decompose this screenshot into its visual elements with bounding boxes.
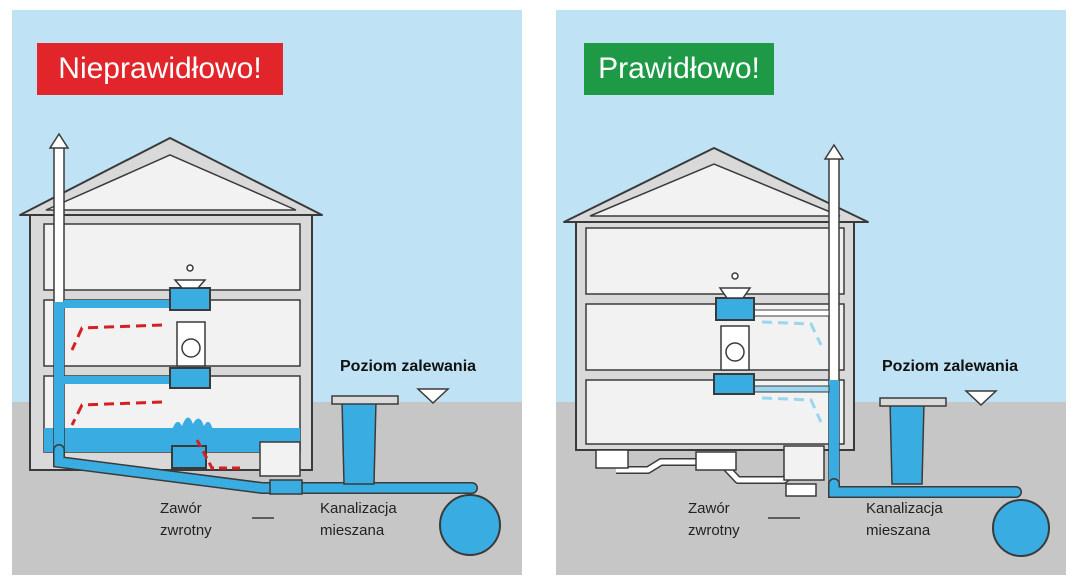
washing-machine-door	[725, 342, 745, 362]
upper-drain	[751, 309, 830, 317]
sewer-pipe	[829, 479, 1021, 497]
check-valve-label: Zawór zwrotny	[160, 498, 212, 542]
pump-box	[259, 441, 301, 477]
backflow-arrow-basement-icon	[195, 439, 240, 470]
upper-drain	[64, 300, 184, 308]
filled-stack	[54, 302, 64, 456]
sink-icon	[718, 287, 752, 299]
check-valve-label: Zawór zwrotny	[688, 498, 740, 542]
flood-level-label: Poziom zalewania	[340, 358, 477, 375]
main-sewer	[992, 499, 1050, 557]
sewer-pipe	[54, 445, 477, 493]
shaft-cover	[879, 397, 947, 407]
backflow-arrow-upper-icon	[70, 323, 163, 351]
sink-trap	[169, 287, 211, 311]
backflow-arrow-lower-icon	[70, 400, 163, 426]
washing-machine-icon	[720, 325, 750, 371]
middle-floor	[43, 299, 301, 367]
pump-box	[783, 445, 825, 481]
check-valve-icon	[269, 479, 303, 495]
top-floor	[585, 227, 845, 295]
combined-sewer-label-line1: Kanalizacja	[320, 500, 397, 517]
status-badge-incorrect: Nieprawidłowo!	[37, 43, 283, 95]
check-valve-icon	[785, 483, 817, 497]
faucet-icon	[186, 264, 194, 272]
flood-level-marker-icon	[964, 390, 998, 407]
panel-correct: Prawidłowo! Poziom zalewania Zawór zwrot…	[556, 10, 1066, 575]
sink-trap	[715, 297, 755, 321]
check-valve-label-line2: zwrotny	[160, 522, 212, 539]
floor-drain-left	[595, 449, 629, 469]
inspection-shaft	[341, 399, 377, 485]
top-floor	[43, 223, 301, 291]
basement-drain	[171, 445, 207, 469]
flood-level-label: Poziom zalewania	[882, 358, 1019, 375]
washing-machine-door	[181, 338, 201, 358]
attic	[45, 154, 297, 211]
check-valve-label-line1: Zawór	[688, 500, 730, 517]
vent-pipe-cap	[823, 143, 845, 160]
lower-stack	[829, 380, 839, 484]
combined-sewer-label-line2: mieszana	[320, 522, 385, 539]
inspection-shaft	[889, 401, 925, 485]
combined-sewer-label-line1: Kanalizacja	[866, 500, 943, 517]
correct-diagram	[556, 10, 1066, 575]
washer-trap	[713, 373, 755, 395]
floor-drain-middle	[695, 451, 737, 471]
combined-sewer-label: Kanalizacja mieszana	[866, 498, 943, 542]
status-badge-correct: Prawidłowo!	[584, 43, 774, 95]
sink-icon	[173, 279, 207, 289]
main-sewer	[439, 494, 501, 556]
drain-flow-arrow-upper-icon	[761, 320, 823, 346]
washer-trap	[169, 367, 211, 389]
check-valve-label-line1: Zawór	[160, 500, 202, 517]
faucet-icon	[731, 272, 739, 280]
combined-sewer-label: Kanalizacja mieszana	[320, 498, 397, 542]
panel-incorrect: Nieprawidłowo! Poziom zalewania Zawór zw…	[12, 10, 522, 575]
drain-flow-arrow-lower-icon	[761, 396, 823, 423]
water-splash	[172, 417, 213, 430]
vent-pipe-cap	[48, 132, 70, 149]
combined-sewer-label-line2: mieszana	[866, 522, 931, 539]
flood-level-marker-icon	[416, 388, 450, 405]
washing-machine-icon	[176, 321, 206, 367]
middle-drain	[64, 376, 184, 384]
middle-drain	[751, 385, 830, 393]
attic	[589, 163, 841, 217]
shaft-cover	[331, 395, 399, 405]
check-valve-label-line2: zwrotny	[688, 522, 740, 539]
